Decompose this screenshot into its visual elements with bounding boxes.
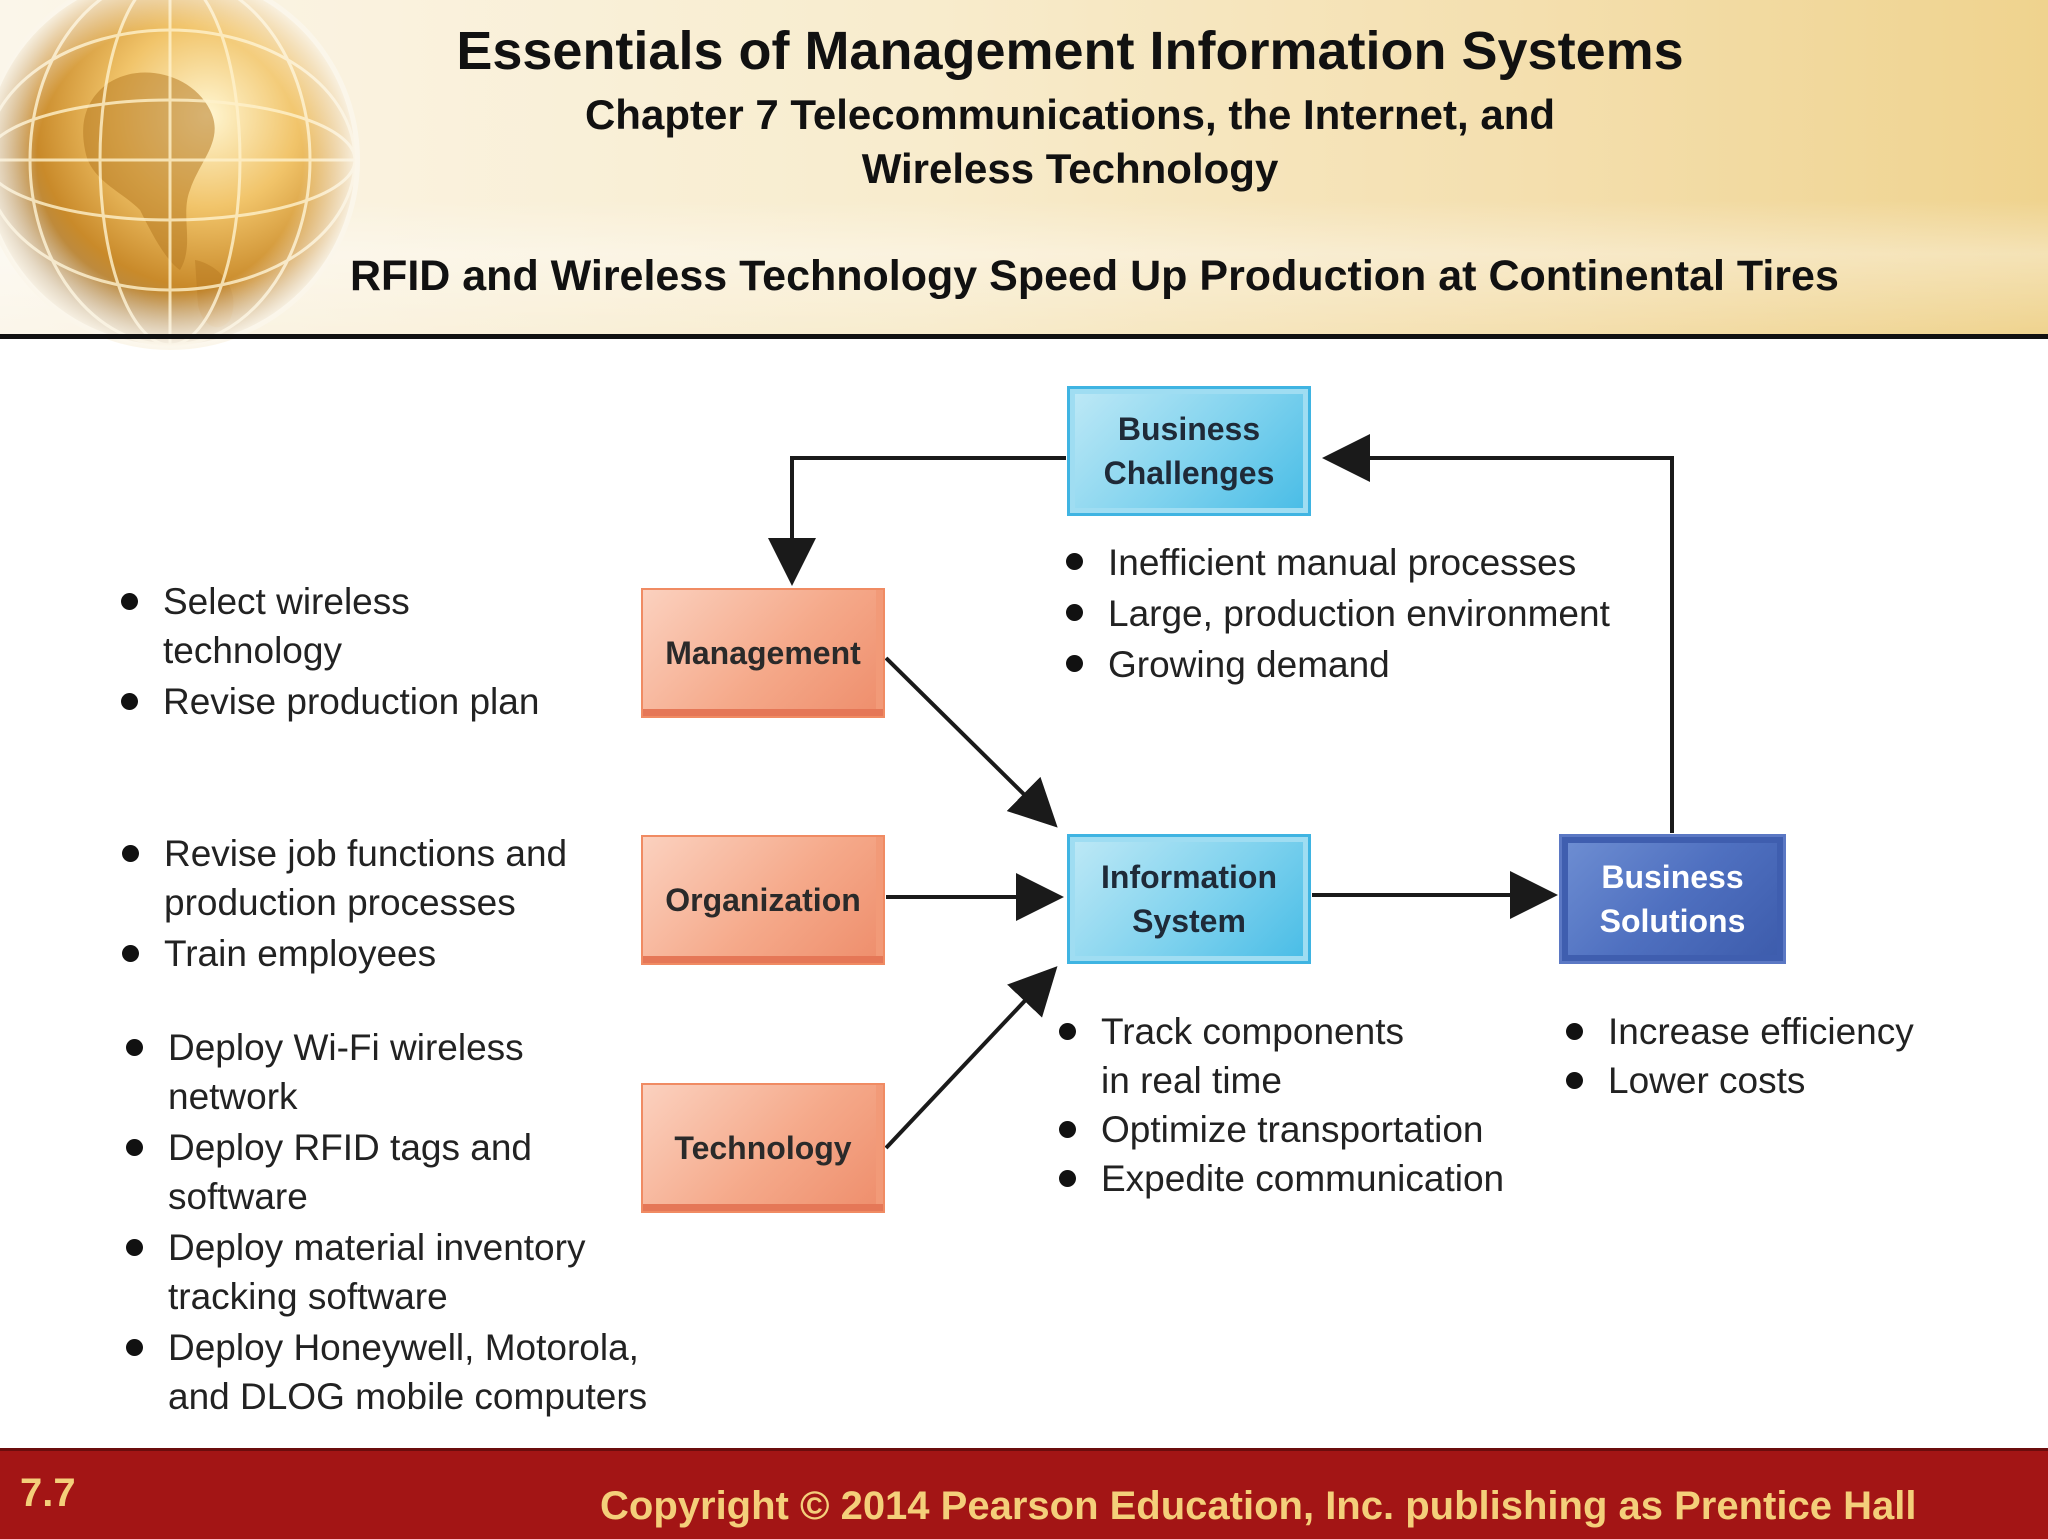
copyright-notice: Copyright © 2014 Pearson Education, Inc.… [600, 1484, 1917, 1528]
list-item-line: Deploy Honeywell, Motorola, [168, 1327, 639, 1368]
chapter-title-line-2: Wireless Technology [861, 145, 1279, 192]
information-system-list: Track components in real time Optimize tr… [1059, 1007, 1581, 1203]
list-item-line: Select wireless [163, 581, 410, 622]
slide-heading: RFID and Wireless Technology Speed Up Pr… [350, 252, 1839, 300]
arrow-management-to-information-system [884, 656, 1058, 828]
list-item: Growing demand [1066, 639, 1708, 690]
list-item-line: network [168, 1076, 298, 1117]
list-item-line: Revise production plan [163, 681, 540, 722]
list-item: Deploy RFID tags and software [126, 1123, 688, 1221]
list-item: Track components in real time [1059, 1007, 1581, 1105]
list-item-line: in real time [1101, 1060, 1282, 1101]
list-item: Large, production environment [1066, 588, 1708, 639]
list-item-line: tracking software [168, 1276, 448, 1317]
information-system-label-line-1: Information [1101, 859, 1277, 895]
list-item-line: production processes [164, 882, 516, 923]
globe-icon [0, 0, 360, 350]
business-solutions-list: Increase efficiency Lower costs [1566, 1007, 2008, 1105]
slide-footer: 7.7 Copyright © 2014 Pearson Education, … [0, 1448, 2048, 1539]
management-list: Select wireless technology Revise product… [121, 577, 603, 728]
list-item-line: technology [163, 630, 342, 671]
list-item-line: Deploy material inventory [168, 1227, 586, 1268]
list-item: Lower costs [1566, 1056, 2008, 1105]
header-divider [0, 334, 2048, 339]
management-box: Management [641, 588, 885, 718]
organization-label: Organization [665, 881, 861, 918]
list-item-line: Revise job functions and [164, 833, 568, 874]
list-item-line: Expedite communication [1101, 1158, 1505, 1199]
organization-box: Organization [641, 835, 885, 965]
list-item: Increase efficiency [1566, 1007, 2008, 1056]
arrow-challenges-to-management [768, 456, 1066, 586]
list-item: Revise job functions and production proce… [122, 829, 644, 927]
list-item: Deploy Wi-Fi wireless network [126, 1023, 688, 1121]
business-challenges-label-line-2: Challenges [1103, 455, 1275, 491]
business-challenges-label-line-1: Business [1117, 411, 1261, 447]
list-item: Revise production plan [121, 677, 603, 726]
arrow-technology-to-information-system [884, 966, 1058, 1150]
list-item-line: Optimize transportation [1101, 1109, 1484, 1150]
list-item: Optimize transportation [1059, 1105, 1581, 1154]
presentation-title: Essentials of Management Information Sys… [456, 21, 1684, 81]
information-system-label-line-2: System [1132, 903, 1246, 939]
technology-list: Deploy Wi-Fi wireless network Deploy RFID… [126, 1023, 688, 1423]
information-system-box: Information System [1067, 834, 1311, 964]
list-item: Deploy material inventory tracking softwa… [126, 1223, 688, 1321]
arrow-solutions-to-challenges [1322, 434, 1674, 833]
list-item-line: Deploy Wi-Fi wireless [168, 1027, 524, 1068]
business-challenges-list: Inefficient manual processes Large, prod… [1066, 537, 1708, 690]
business-solutions-label-line-2: Solutions [1599, 903, 1746, 939]
list-item-line: Train employees [164, 933, 437, 974]
business-solutions-label-line-1: Business [1601, 859, 1744, 895]
slide-number: 7.7 [20, 1471, 76, 1515]
list-item: Expedite communication [1059, 1154, 1581, 1203]
list-item: Train employees [122, 929, 644, 978]
technology-label: Technology [674, 1129, 852, 1166]
management-label: Management [665, 634, 861, 671]
list-item-line: and DLOG mobile computers [168, 1376, 648, 1417]
business-challenges-box: Business Challenges [1067, 386, 1311, 516]
business-solutions-box: Business Solutions [1559, 834, 1786, 964]
list-item: Inefficient manual processes [1066, 537, 1708, 588]
slide-header: Essentials of Management Information Sys… [0, 0, 2048, 350]
list-item-line: Deploy RFID tags and [168, 1127, 533, 1168]
organization-list: Revise job functions and production proce… [122, 829, 644, 980]
chapter-title: Chapter 7 Telecommunications, the Intern… [0, 88, 2048, 196]
list-item-line: Track components [1101, 1011, 1404, 1052]
technology-box: Technology [641, 1083, 885, 1213]
list-item: Deploy Honeywell, Motorola, and DLOG mobi… [126, 1323, 688, 1421]
list-item: Select wireless technology [121, 577, 603, 675]
chapter-title-line-1: Chapter 7 Telecommunications, the Intern… [584, 91, 1556, 138]
list-item-line: software [168, 1176, 308, 1217]
